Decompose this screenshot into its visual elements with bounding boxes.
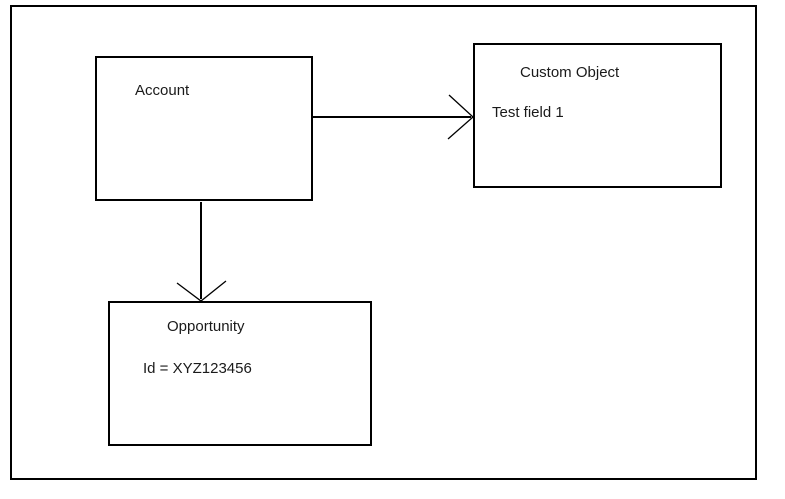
node-custom-object: Custom Object Test field 1 [473,43,722,188]
node-account: Account [95,56,313,201]
node-account-title: Account [135,82,190,99]
node-custom-object-title: Custom Object [520,64,620,81]
node-opportunity-field: Id = XYZ123456 [143,360,252,377]
node-opportunity-title: Opportunity [167,318,245,335]
node-custom-object-field: Test field 1 [492,104,564,121]
diagram-outer-border [10,5,757,480]
node-opportunity: Opportunity Id = XYZ123456 [108,301,372,446]
